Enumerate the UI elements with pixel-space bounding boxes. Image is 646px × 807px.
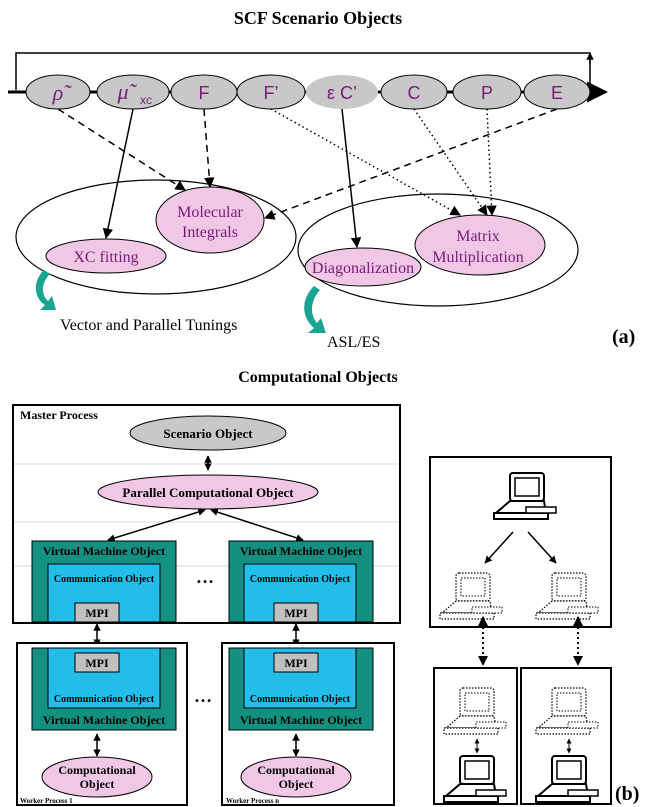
seq-f-label: F — [199, 83, 210, 103]
curved-arrow-icon — [304, 286, 326, 333]
molecular-integrals-line2: Integrals — [182, 224, 238, 241]
master-vmo-right: Virtual Machine Object Communication Obj… — [228, 540, 374, 623]
curved-arrow-icon — [35, 270, 56, 310]
seq-e-label: E — [551, 83, 563, 103]
comp-object-line1: Computational — [257, 763, 335, 777]
scenario-object-oval: Scenario Object — [129, 415, 287, 451]
feedback-loop-arrow — [15, 52, 591, 90]
seq-ec-label: ε C’ — [327, 83, 357, 103]
master-process-label: Master Process — [20, 408, 98, 422]
mpi-label: MPI — [85, 656, 109, 670]
seq-e-oval: E — [523, 74, 591, 110]
panel-a-label: (a) — [612, 326, 635, 348]
xc-fitting-label: XC fitting — [73, 249, 138, 266]
comm-label: Communication Object — [54, 574, 155, 585]
scenario-object-label: Scenario Object — [163, 426, 253, 441]
panel-b-title: Computational Objects — [238, 369, 398, 386]
xc-fitting-oval: XC fitting — [45, 238, 167, 274]
parallel-computational-object-label: Parallel Computational Object — [122, 485, 294, 500]
right-object-group — [297, 193, 579, 307]
asl-es-note: ASL/ES — [327, 334, 380, 351]
link-arrow — [527, 531, 557, 564]
panel-b-label: (b) — [615, 783, 639, 805]
ellipsis: … — [194, 686, 212, 706]
vmo-label: Virtual Machine Object — [43, 713, 165, 727]
comp-object-line2: Object — [80, 777, 115, 791]
worker-vmo-left: MPI Communication Object Virtual Machine… — [31, 647, 177, 731]
seq-fprime-label: F’ — [264, 83, 279, 103]
comp-object-line2: Object — [279, 777, 314, 791]
computational-object-oval-1: Computational Object — [41, 756, 153, 798]
seq-c-label: C — [408, 83, 421, 103]
seq-rho-oval: ρ̃ — [25, 74, 91, 110]
link-arrow — [210, 508, 304, 542]
matrix-multiplication-line2: Multiplication — [432, 249, 524, 266]
computational-object-oval-n: Computational Object — [240, 756, 352, 798]
vmo-label: Virtual Machine Object — [240, 713, 362, 727]
seq-fprime-oval: F’ — [236, 74, 306, 110]
molecular-integrals-oval: Molecular Integrals — [155, 186, 265, 254]
panel-a-title: SCF Scenario Objects — [234, 8, 402, 28]
mpi-label: MPI — [284, 606, 308, 620]
comm-label: Communication Object — [250, 574, 351, 585]
seq-ec-oval: ε C’ — [306, 75, 378, 109]
comp-object-line1: Computational — [58, 763, 136, 777]
seq-p-label: P — [481, 83, 493, 103]
seq-p-oval: P — [452, 74, 522, 110]
vmo-label: Virtual Machine Object — [240, 544, 362, 558]
scf-connections — [57, 108, 558, 249]
molecular-integrals-line1: Molecular — [177, 204, 243, 221]
matrix-multiplication-oval: Matrix Multiplication — [414, 214, 546, 276]
seq-c-oval: C — [380, 74, 448, 110]
worker-process-n-label: Worker Process n — [226, 797, 279, 805]
mpi-label: MPI — [85, 606, 109, 620]
mpi-label: MPI — [284, 656, 308, 670]
left-object-group — [15, 179, 297, 295]
parallel-computational-object-oval: Parallel Computational Object — [97, 474, 319, 510]
vmo-label: Virtual Machine Object — [43, 544, 165, 558]
seq-f-oval: F — [170, 74, 238, 110]
diagonalization-label: Diagonalization — [312, 260, 414, 277]
seq-mu-oval: μ̃ xc — [96, 74, 170, 110]
link-arrow — [484, 531, 514, 564]
matrix-multiplication-line1: Matrix — [456, 228, 500, 245]
worker-process-1-label: Worker Process 1 — [20, 797, 73, 805]
master-vmo-left: Virtual Machine Object Communication Obj… — [31, 540, 177, 623]
comm-label: Communication Object — [54, 694, 155, 705]
comm-label: Communication Object — [250, 694, 351, 705]
vector-tunings-note: Vector and Parallel Tunings — [60, 317, 237, 334]
diagonalization-oval: Diagonalization — [304, 247, 422, 287]
worker-vmo-right: MPI Communication Object Virtual Machine… — [228, 647, 374, 731]
link-arrow — [107, 508, 206, 542]
ellipsis: … — [196, 567, 214, 587]
seq-mu-subscript: xc — [140, 93, 152, 107]
